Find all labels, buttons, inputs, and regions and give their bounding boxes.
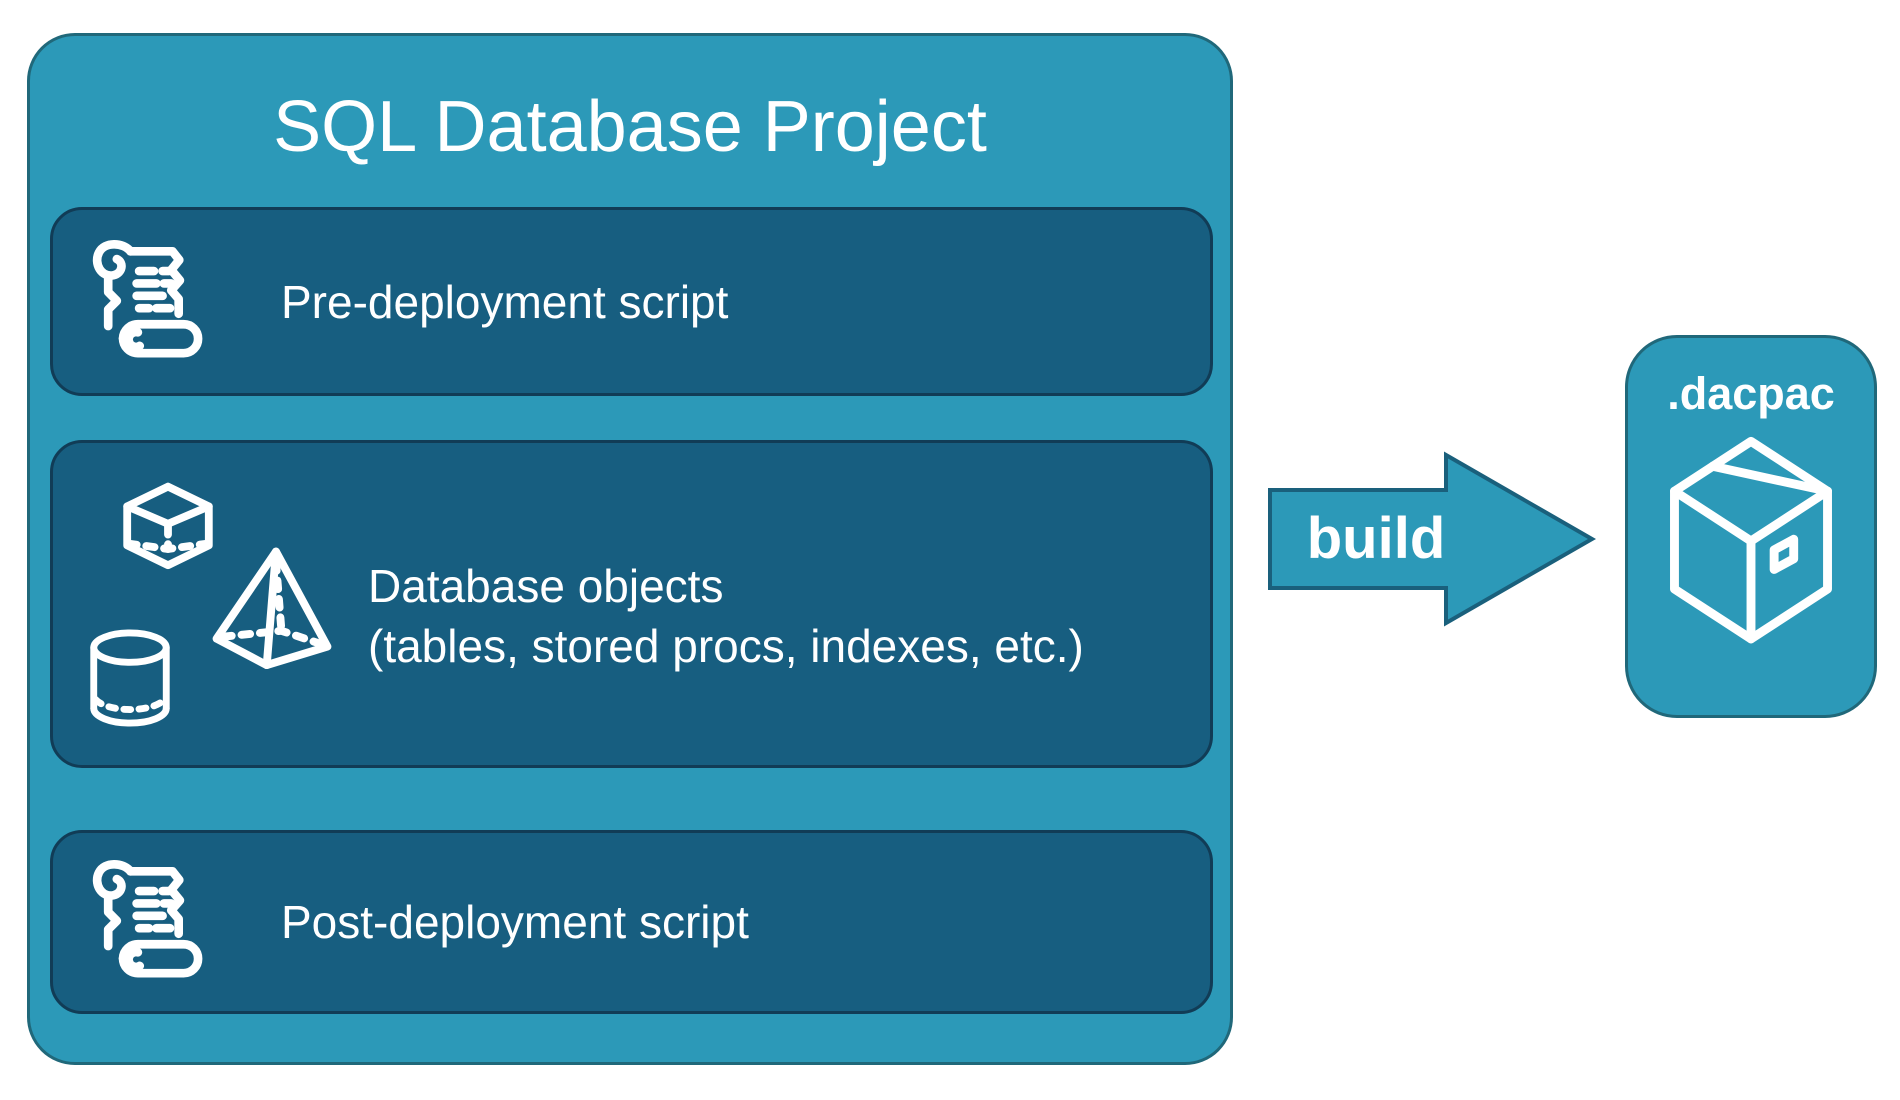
build-label: build (1306, 506, 1446, 571)
database-objects-box: Database objects (tables, stored procs, … (50, 440, 1213, 768)
build-arrow-icon (1264, 450, 1598, 628)
scroll-icon (79, 854, 219, 990)
pyramid-icon (201, 541, 343, 673)
pre-deployment-script-box: Pre-deployment script (50, 207, 1213, 396)
database-objects-label: Database objects (tables, stored procs, … (368, 556, 1084, 676)
cube-icon (108, 471, 228, 591)
package-icon (1661, 436, 1841, 646)
dacpac-box: .dacpac (1625, 335, 1877, 718)
cylinder-icon (81, 623, 179, 735)
post-deployment-script-box: Post-deployment script (50, 830, 1213, 1014)
post-deployment-label: Post-deployment script (281, 896, 749, 948)
pre-deployment-label: Pre-deployment script (281, 275, 729, 328)
scroll-icon (79, 234, 219, 370)
sql-database-project-container: SQL Database Project Pre-deployment scri… (27, 33, 1233, 1065)
dacpac-label: .dacpac (1667, 368, 1835, 419)
database-objects-label-line1: Database objects (368, 560, 724, 612)
database-objects-label-line2: (tables, stored procs, indexes, etc.) (368, 620, 1084, 672)
project-title: SQL Database Project (273, 87, 987, 167)
